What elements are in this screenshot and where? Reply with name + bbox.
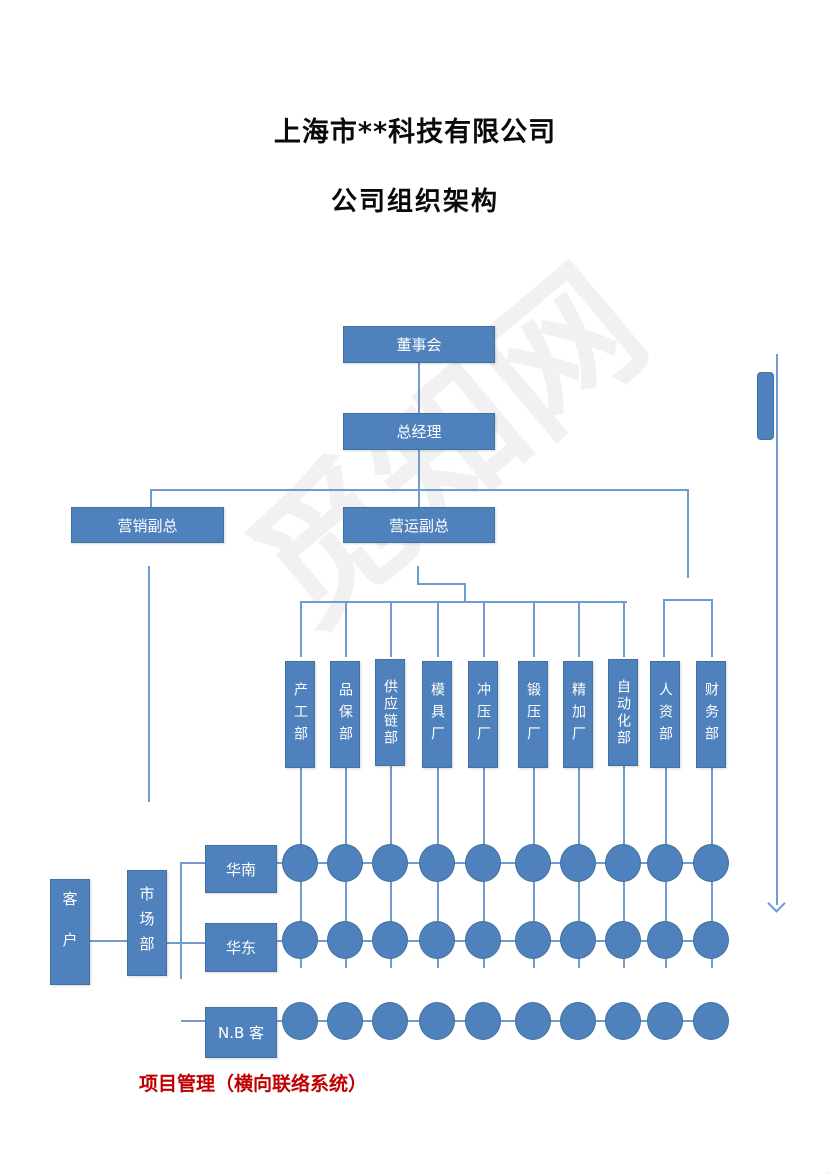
matrix-dot <box>372 921 408 959</box>
connector-left-vertical <box>180 862 182 979</box>
connector-huanan-branch <box>180 862 205 864</box>
company-title: 上海市**科技有限公司 <box>273 117 557 148</box>
matrix-dot <box>282 844 318 882</box>
matrix-dot <box>560 844 596 882</box>
node-dept-caiwu: 财务部 <box>696 661 726 768</box>
node-general-manager: 总经理 <box>343 413 495 450</box>
comb-stub-line <box>578 601 580 657</box>
node-region-huanan: 华南 <box>205 845 277 893</box>
connector-operations-stub <box>418 489 420 507</box>
node-market-dept: 市场部 <box>127 870 167 976</box>
matrix-dot <box>465 844 501 882</box>
connector-gm-down <box>418 450 420 489</box>
comb-stub-line <box>345 601 347 657</box>
node-dept-moju: 模具厂 <box>422 661 452 768</box>
connector-dept-comb <box>300 601 627 603</box>
node-dept-duanya: 锻压厂 <box>518 661 548 768</box>
watermark-corner: 觅知网 <box>623 971 830 1174</box>
matrix-dot <box>282 921 318 959</box>
comb-stub-line <box>623 601 625 657</box>
matrix-dot <box>327 1002 363 1040</box>
matrix-dot <box>419 844 455 882</box>
connector-bracket-right-stub <box>711 599 713 657</box>
matrix-dot <box>327 921 363 959</box>
node-customer: 客户 <box>50 879 90 985</box>
project-management-note: 项目管理（横向联络系统） <box>139 1073 368 1095</box>
matrix-dot <box>647 1002 683 1040</box>
matrix-dot <box>560 921 596 959</box>
node-dept-pinbao: 品保部 <box>330 661 360 768</box>
matrix-dot <box>419 1002 455 1040</box>
comb-stub-line <box>437 601 439 657</box>
node-dept-jingjia: 精加厂 <box>563 661 593 768</box>
node-region-nb: N.B 客 <box>205 1007 277 1058</box>
matrix-dot <box>560 1002 596 1040</box>
matrix-dot <box>465 1002 501 1040</box>
connector-ops-down-2 <box>464 583 466 601</box>
comb-stub-line <box>483 601 485 657</box>
matrix-dot <box>605 921 641 959</box>
connector-board-gm <box>418 363 420 413</box>
node-dept-gongyinglian: 供应链部 <box>375 659 405 766</box>
matrix-dot <box>465 921 501 959</box>
connector-customer-market <box>90 940 127 942</box>
matrix-dot <box>515 844 551 882</box>
matrix-dot <box>647 921 683 959</box>
node-marketing-vp: 营销副总 <box>71 507 224 543</box>
matrix-dot <box>282 1002 318 1040</box>
comb-stub-line <box>390 601 392 657</box>
down-arrow-icon <box>767 894 786 913</box>
connector-ops-down-1 <box>417 566 419 583</box>
matrix-dot <box>693 1002 729 1040</box>
matrix-dot <box>327 844 363 882</box>
matrix-dot <box>693 844 729 882</box>
node-region-huadong: 华东 <box>205 923 277 972</box>
matrix-dot <box>515 1002 551 1040</box>
node-dept-zidonghua: 自动化部 <box>608 659 638 766</box>
side-bar-shape <box>757 372 774 440</box>
connector-bracket-left-stub <box>663 599 665 657</box>
node-dept-renzi: 人资部 <box>650 661 680 768</box>
comb-stub-line <box>533 601 535 657</box>
matrix-dot <box>372 844 408 882</box>
matrix-dot <box>647 844 683 882</box>
node-dept-changong: 产工部 <box>285 661 315 768</box>
node-operations-vp: 营运副总 <box>343 507 495 543</box>
matrix-dot <box>419 921 455 959</box>
connector-right-bracket <box>663 599 711 601</box>
chart-subtitle: 公司组织架构 <box>330 187 499 217</box>
matrix-dot <box>515 921 551 959</box>
matrix-dot <box>693 921 729 959</box>
connector-marketing-down <box>148 566 150 802</box>
connector-right-feed <box>687 489 689 578</box>
right-arrow-line <box>776 354 778 905</box>
connector-market-huadong <box>166 942 207 944</box>
matrix-dot <box>605 844 641 882</box>
matrix-dot <box>605 1002 641 1040</box>
node-dept-chongya: 冲压厂 <box>468 661 498 768</box>
comb-stub-line <box>300 601 302 657</box>
matrix-dot <box>372 1002 408 1040</box>
connector-marketing-stub <box>150 489 152 507</box>
connector-ops-jog <box>417 583 464 585</box>
node-board: 董事会 <box>343 326 495 363</box>
